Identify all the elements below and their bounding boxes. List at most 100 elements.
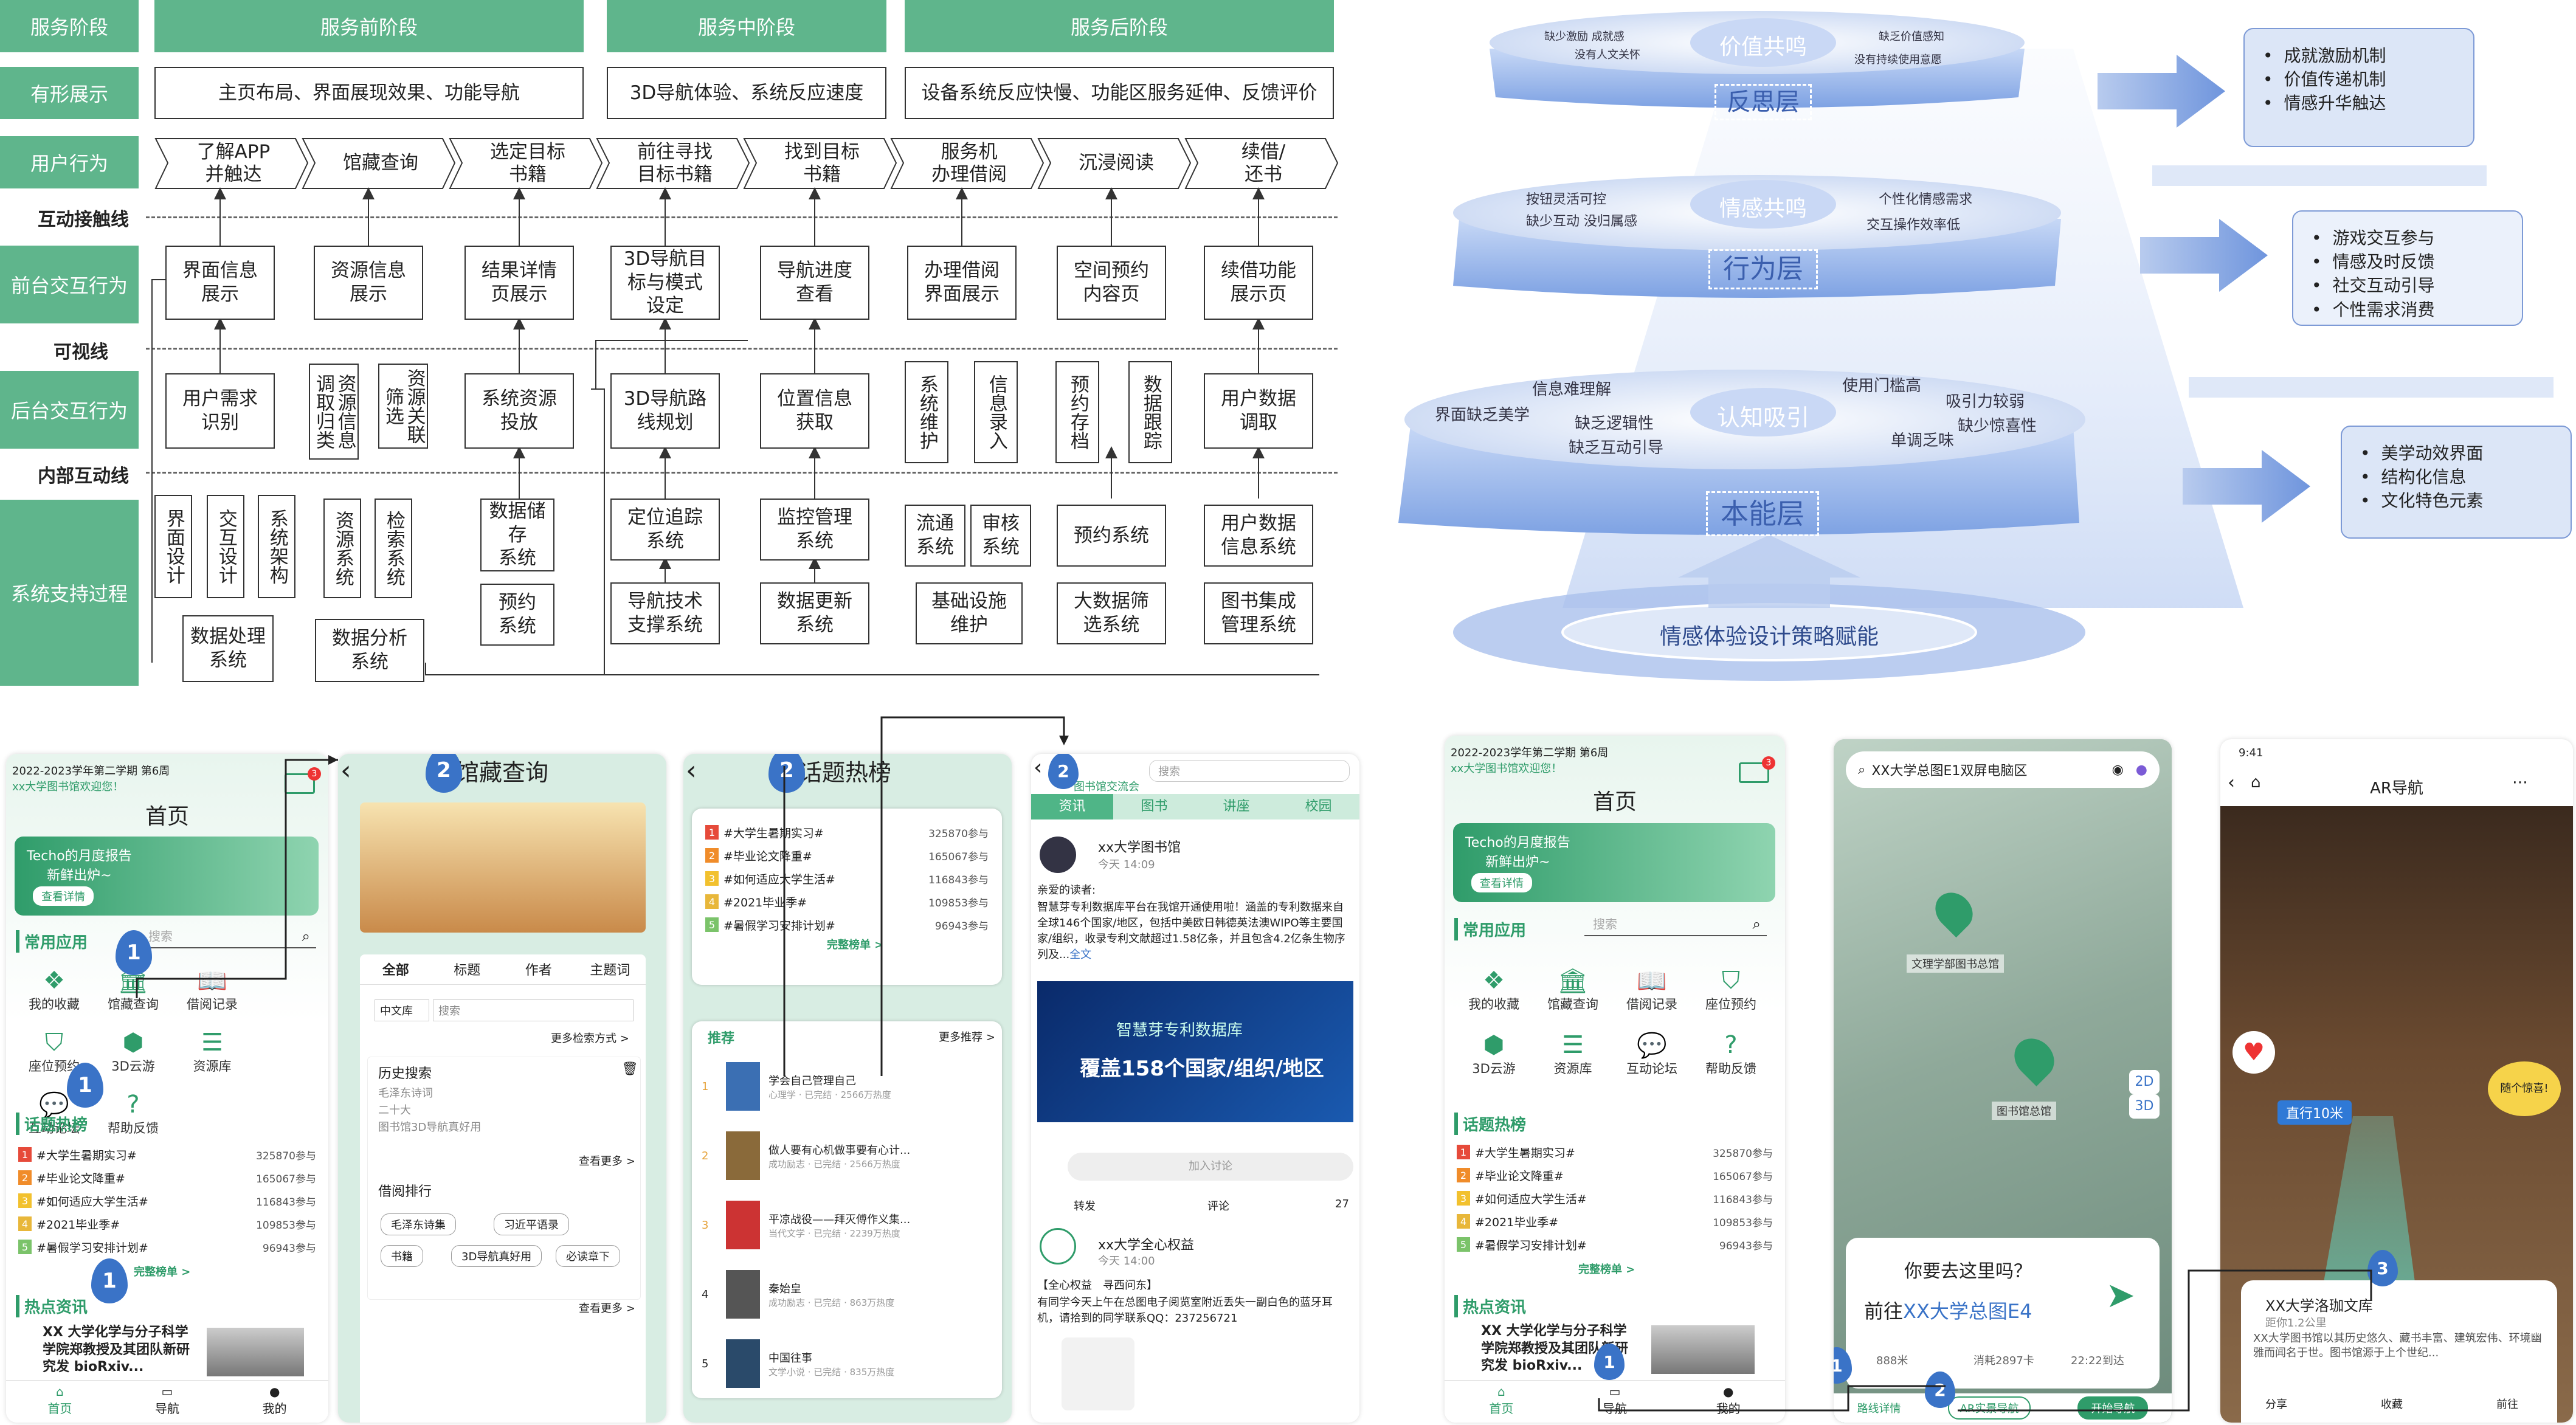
- search-icon[interactable]: ⌕: [302, 928, 310, 945]
- app-3d[interactable]: ⬢3D云游: [1454, 1031, 1533, 1077]
- app-catalog[interactable]: 🏛馆藏查询: [1533, 967, 1612, 1013]
- topic-row[interactable]: 5#暑假学习安排计划#96943参与: [18, 1235, 316, 1258]
- report-banner[interactable]: Techo的月度报告 新鲜出炉~ 查看详情: [15, 837, 319, 916]
- topic-row[interactable]: 2#毕业论文降重#165067参与: [18, 1166, 316, 1189]
- join-discussion[interactable]: 加入讨论: [1068, 1153, 1353, 1181]
- tag[interactable]: 毛泽东诗集: [381, 1213, 456, 1235]
- ad-banner[interactable]: 智慧芽专利数据库 覆盖158个国家/组织/地区: [1037, 981, 1353, 1122]
- search-icon[interactable]: ⌕: [1752, 916, 1761, 933]
- view-3d-button[interactable]: 3D: [2129, 1094, 2160, 1119]
- post-author[interactable]: xx大学全心权益: [1098, 1238, 1195, 1253]
- nav-profile[interactable]: ●我的: [221, 1381, 328, 1423]
- app-favorites[interactable]: ❖我的收藏: [15, 967, 94, 1013]
- tab-author[interactable]: 作者: [525, 963, 552, 978]
- rec-more[interactable]: 更多推荐 >: [939, 1031, 995, 1044]
- full-list-link[interactable]: 完整榜单 >: [827, 939, 884, 951]
- topic-row[interactable]: 4#2021毕业季#109853参与: [1457, 1210, 1773, 1233]
- banner-button[interactable]: 查看详情: [33, 886, 94, 906]
- topic-row[interactable]: 4#2021毕业季#109853参与: [18, 1212, 316, 1235]
- history-item[interactable]: 图书馆3D导航真好用: [378, 1121, 482, 1134]
- home-search[interactable]: 搜索 ⌕: [1584, 912, 1767, 936]
- topic-row[interactable]: 3#如何适应大学生活#116843参与: [705, 867, 989, 890]
- map-search[interactable]: ⌕ XX大学总图E1双屏电脑区 ◉ ●: [1846, 751, 2160, 788]
- nav-navigation[interactable]: ▭导航: [114, 1381, 221, 1423]
- app-help[interactable]: ?帮助反馈: [94, 1091, 173, 1137]
- app-seat[interactable]: ⛉座位预约: [1691, 967, 1770, 1013]
- tag[interactable]: 必读章下: [556, 1245, 620, 1267]
- app-forum[interactable]: 💬互动论坛: [1612, 1031, 1691, 1077]
- history-item[interactable]: 毛泽东诗词: [378, 1087, 433, 1100]
- back-icon[interactable]: ‹: [2228, 772, 2235, 793]
- topic-row[interactable]: 1#大学生暑期实习#325870参与: [1457, 1140, 1773, 1164]
- app-help[interactable]: ?帮助反馈: [1691, 1031, 1770, 1077]
- home-search[interactable]: 搜索 ⌕: [140, 924, 316, 948]
- topic-row[interactable]: 3#如何适应大学生活#116843参与: [18, 1189, 316, 1212]
- tag[interactable]: 书籍: [381, 1245, 423, 1267]
- tab-campus[interactable]: 校园: [1305, 799, 1332, 814]
- place-card[interactable]: XX大学洛珈文库 距你1.2公里 XX大学图书馆以其历史悠久、藏书丰富、建筑宏伟…: [2241, 1280, 2557, 1423]
- nav-home[interactable]: ⌂首页: [1445, 1381, 1558, 1423]
- tab-subject[interactable]: 主题词: [590, 963, 630, 978]
- topic-row[interactable]: 2#毕业论文降重#165067参与: [1457, 1164, 1773, 1187]
- mic-icon[interactable]: ●: [2135, 762, 2147, 778]
- tag[interactable]: 3D导航真好用: [451, 1245, 542, 1267]
- tab-lectures[interactable]: 讲座: [1223, 799, 1250, 814]
- surprise-badge[interactable]: 随个惊喜!: [2488, 1061, 2561, 1116]
- news-text[interactable]: XX 大学化学与分子科学学院郑教授及其团队新研究发 bioRxiv...: [43, 1325, 190, 1375]
- tab-title[interactable]: 标题: [454, 963, 481, 978]
- report-banner[interactable]: Techo的月度报告 新鲜出炉~ 查看详情: [1453, 823, 1775, 902]
- topic-row[interactable]: 3#如何适应大学生活#116843参与: [1457, 1187, 1773, 1210]
- more-icon[interactable]: ⋯: [2512, 773, 2528, 792]
- more-search[interactable]: 更多检索方式 >: [551, 1032, 629, 1045]
- action-comment[interactable]: 评论: [1207, 1200, 1229, 1213]
- app-3d[interactable]: ⬢3D云游: [94, 1029, 173, 1075]
- action-like[interactable]: 27: [1335, 1198, 1349, 1210]
- banner-button[interactable]: 查看详情: [1471, 873, 1532, 892]
- topic-row[interactable]: 2#毕业论文降重#165067参与: [705, 844, 989, 867]
- full-list-link[interactable]: 完整榜单 >: [1578, 1263, 1635, 1276]
- home-icon[interactable]: ⌂: [2251, 773, 2261, 792]
- app-forum[interactable]: 💬互动论坛: [15, 1091, 94, 1137]
- history-item[interactable]: 二十大: [378, 1104, 411, 1117]
- mail-icon[interactable]: [1739, 762, 1769, 783]
- tab-all[interactable]: 全部: [382, 963, 409, 978]
- start-nav-button[interactable]: 开始导航: [2077, 1396, 2149, 1420]
- heart-icon[interactable]: ♥: [2232, 1031, 2275, 1074]
- go-button[interactable]: 前往: [2496, 1398, 2518, 1411]
- action-share[interactable]: 转发: [1074, 1200, 1096, 1213]
- tab-news[interactable]: 资讯: [1031, 794, 1113, 819]
- app-catalog[interactable]: 🏛馆藏查询: [94, 967, 173, 1013]
- app-resource[interactable]: ☰资源库: [173, 1029, 252, 1075]
- camera-icon[interactable]: ◉: [2112, 762, 2124, 778]
- nav-home[interactable]: ⌂首页: [6, 1381, 114, 1423]
- lang-select[interactable]: 中文库: [375, 999, 429, 1021]
- app-favorites[interactable]: ❖我的收藏: [1454, 967, 1533, 1013]
- tag[interactable]: 习近平语录: [494, 1213, 569, 1235]
- catalog-search-input[interactable]: 搜索: [433, 999, 634, 1021]
- topic-row[interactable]: 1#大学生暑期实习#325870参与: [705, 821, 989, 844]
- history-more[interactable]: 查看更多 >: [579, 1155, 635, 1168]
- nav-profile[interactable]: ●我的: [1671, 1381, 1785, 1423]
- back-icon[interactable]: ‹: [340, 755, 351, 786]
- back-icon[interactable]: ‹: [686, 755, 697, 786]
- post-more-link[interactable]: 全文: [1069, 948, 1092, 962]
- tab-books[interactable]: 图书: [1141, 799, 1168, 814]
- topic-row[interactable]: 4#2021毕业季#109853参与: [705, 890, 989, 913]
- app-borrow[interactable]: 📖借阅记录: [1612, 967, 1691, 1013]
- full-list-link[interactable]: 完整榜单 >: [134, 1266, 191, 1278]
- app-borrow[interactable]: 📖借阅记录: [173, 967, 252, 1013]
- back-icon[interactable]: ‹: [1034, 755, 1043, 780]
- app-resource[interactable]: ☰资源库: [1533, 1031, 1612, 1077]
- send-icon[interactable]: ➤: [2105, 1274, 2135, 1316]
- forum-search[interactable]: 搜索: [1149, 760, 1350, 782]
- topic-row[interactable]: 1#大学生暑期实习#325870参与: [18, 1143, 316, 1166]
- trash-icon[interactable]: 🗑: [621, 1061, 638, 1077]
- route-detail-button[interactable]: 路线详情: [1857, 1403, 1901, 1415]
- share-button[interactable]: 分享: [2265, 1398, 2287, 1411]
- ar-nav-button[interactable]: AR实景导航: [1947, 1396, 2031, 1420]
- topic-row[interactable]: 5#暑假学习安排计划#96943参与: [1457, 1233, 1773, 1256]
